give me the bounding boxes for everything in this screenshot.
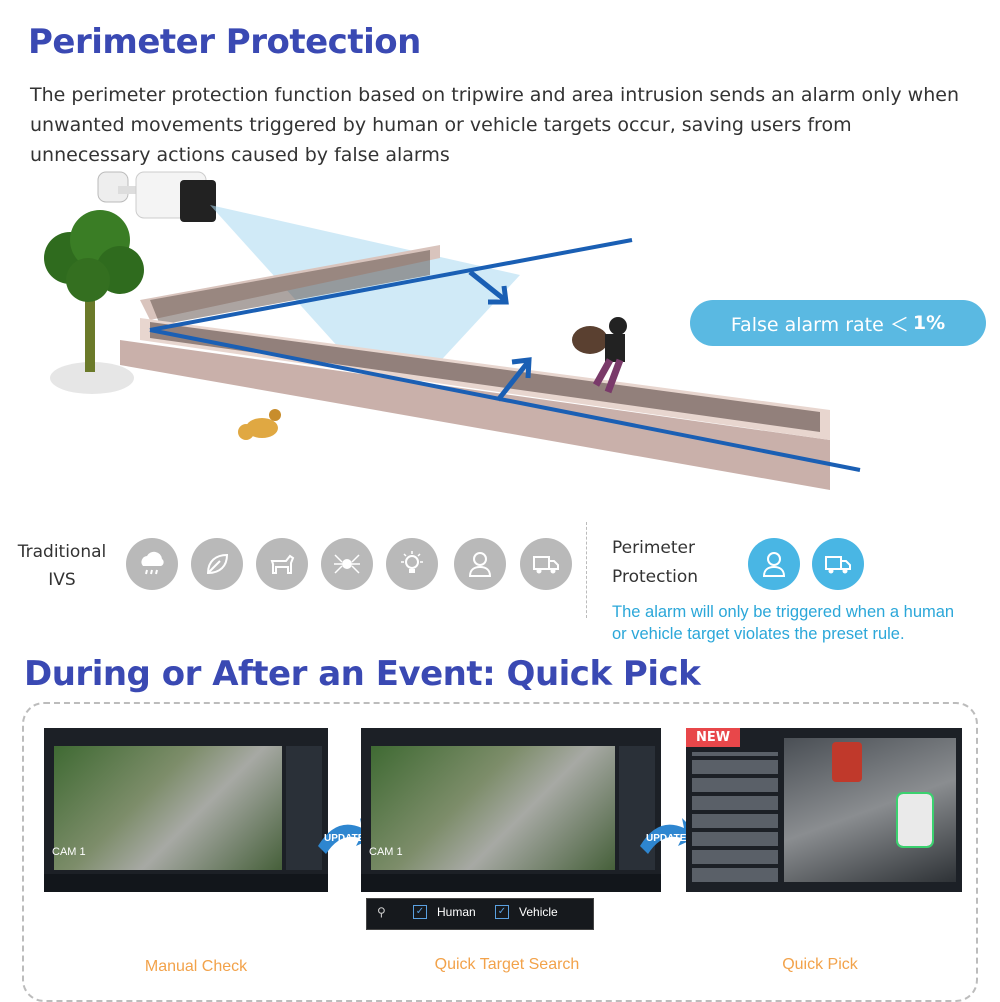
note-line1: The alarm will only be triggered when a … [612,603,955,621]
human-filter-label: Human [437,905,476,919]
direction-arrows [468,270,532,402]
caption-quick-pick: Quick Pick [782,956,858,973]
side-panel [286,746,322,870]
camera-view [371,746,615,870]
divider [586,522,587,618]
vehicle-filter-label: Vehicle [519,905,558,919]
description-text: The perimeter protection function based … [30,84,959,166]
thumbnail-grid [692,752,778,882]
traditional-label-line1: Traditional [17,542,107,562]
white-car-detected [896,792,934,848]
camera-beam [210,205,520,410]
false-alarm-badge: False alarm rate ＜1% [690,300,986,346]
caption-quick-target-search: Quick Target Search [434,956,580,973]
light-icon [386,538,438,590]
cam-label: CAM 1 [369,846,403,858]
perimeter-label-line1: Perimeter [612,538,695,558]
traditional-label-line2: IVS [48,570,76,590]
check-icon: ✓ [495,905,509,919]
quick-target-search-screenshot: CAM 1 [361,728,661,892]
tree-icon [44,210,144,394]
perimeter-note: The alarm will only be triggered when a … [612,601,954,645]
section-title-perimeter: Perimeter Protection [28,22,421,62]
cam-label: CAM 1 [52,846,86,858]
red-car [832,742,862,782]
update-arrow-icon: UPDATE [640,818,700,854]
dog-icon [256,538,308,590]
perimeter-scene-illustration [44,171,861,490]
camera-icon [97,171,216,222]
perimeter-label-line2: Protection [612,567,699,587]
perimeter-protection-label: Perimeter Protection [612,534,698,592]
badge-value: 1% [912,312,946,334]
human-filter-checkbox[interactable]: ✓ Human [413,905,476,919]
quick-pick-screenshot: NEW [686,728,962,892]
caption-manual-check: Manual Check [144,958,248,975]
filter-icon: ⚲ [377,905,386,919]
camera-view [54,746,282,870]
target-filter-bar: ⚲ ✓ Human ✓ Vehicle [366,898,594,930]
check-icon: ✓ [413,905,427,919]
vehicle-icon [520,538,572,590]
leaf-icon [191,538,243,590]
intruder-figure [572,317,627,394]
traditional-ivs-label: Traditional IVS [14,538,110,594]
vehicle-icon [812,538,864,590]
update-label: UPDATE [324,833,365,844]
spider-icon [321,538,373,590]
manual-check-screenshot: CAM 1 [44,728,328,892]
note-line2: or vehicle target violates the preset ru… [612,625,905,643]
tripwire-front [149,328,861,472]
person-icon [454,538,506,590]
rain-icon [126,538,178,590]
fence-back [140,245,440,325]
vehicle-filter-checkbox[interactable]: ✓ Vehicle [495,905,558,919]
timeline-bar [361,874,661,892]
badge-label: False alarm rate ＜ [730,313,909,336]
new-tag: NEW [686,728,741,747]
dog-figure [238,409,281,440]
update-label: UPDATE [646,833,687,844]
timeline-bar [44,874,328,892]
person-icon [748,538,800,590]
fence-front [120,318,830,490]
tripwire-back [149,238,633,332]
section-title-quick-pick: During or After an Event: Quick Pick [24,654,701,694]
